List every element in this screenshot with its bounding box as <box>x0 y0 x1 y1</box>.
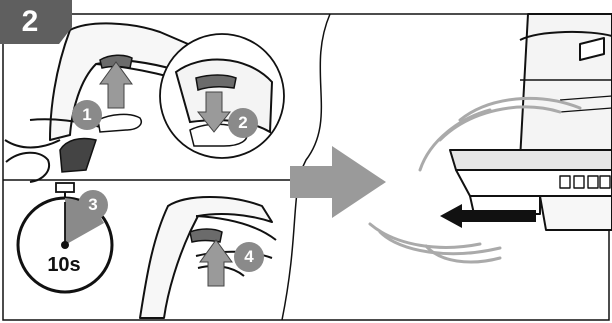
callout-4: 4 <box>234 242 264 272</box>
step-number: 2 <box>22 5 39 39</box>
trimmer-head <box>450 14 612 230</box>
arrow-up-icon <box>100 62 132 108</box>
callout-1: 1 <box>72 100 102 130</box>
callout-3: 3 <box>78 190 108 220</box>
arrow-up-icon-bottom <box>200 240 232 286</box>
callout-2: 2 <box>228 108 258 138</box>
step-badge: 2 <box>0 0 72 44</box>
arrow-right-icon <box>290 146 386 218</box>
trigger-bottom <box>190 229 222 242</box>
timer-label: 10s <box>36 254 92 277</box>
